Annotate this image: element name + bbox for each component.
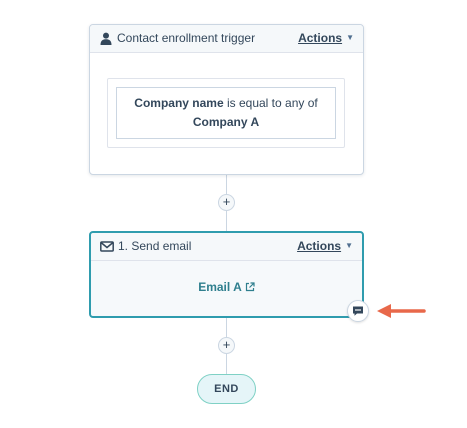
- annotation-arrow-icon: [377, 304, 426, 318]
- add-action-button[interactable]: +: [218, 194, 235, 211]
- email-link-label: Email A: [198, 280, 242, 294]
- trigger-card-title: Contact enrollment trigger: [117, 31, 256, 45]
- filter-operator: is equal to any of: [226, 96, 318, 110]
- caret-down-icon: ▼: [346, 33, 354, 42]
- action-card-title: 1. Send email: [118, 239, 192, 253]
- filter-condition[interactable]: Company name is equal to any of Company …: [116, 87, 336, 139]
- comment-icon: [353, 306, 363, 316]
- trigger-actions-dropdown[interactable]: Actions▼: [298, 31, 354, 45]
- add-action-button[interactable]: +: [218, 337, 235, 354]
- filter-group: Company name is equal to any of Company …: [107, 78, 345, 148]
- workflow-end: END: [197, 374, 256, 404]
- trigger-card-header: Contact enrollment trigger Actions▼: [90, 25, 363, 53]
- envelope-icon: [100, 241, 114, 252]
- actions-label: Actions: [298, 31, 343, 45]
- enrollment-trigger-card[interactable]: Contact enrollment trigger Actions▼ Comp…: [89, 24, 364, 175]
- filter-property: Company name: [134, 96, 224, 110]
- email-link[interactable]: Email A: [91, 280, 362, 294]
- comment-button[interactable]: [347, 300, 369, 322]
- filter-value: Company A: [192, 115, 260, 129]
- actions-label: Actions: [297, 239, 342, 253]
- action-actions-dropdown[interactable]: Actions▼: [297, 239, 353, 253]
- caret-down-icon: ▼: [345, 241, 353, 250]
- action-card-header: 1. Send email Actions▼: [91, 233, 362, 261]
- send-email-action-card[interactable]: 1. Send email Actions▼ Email A: [89, 231, 364, 318]
- external-link-icon: [245, 282, 255, 292]
- person-icon: [100, 32, 112, 45]
